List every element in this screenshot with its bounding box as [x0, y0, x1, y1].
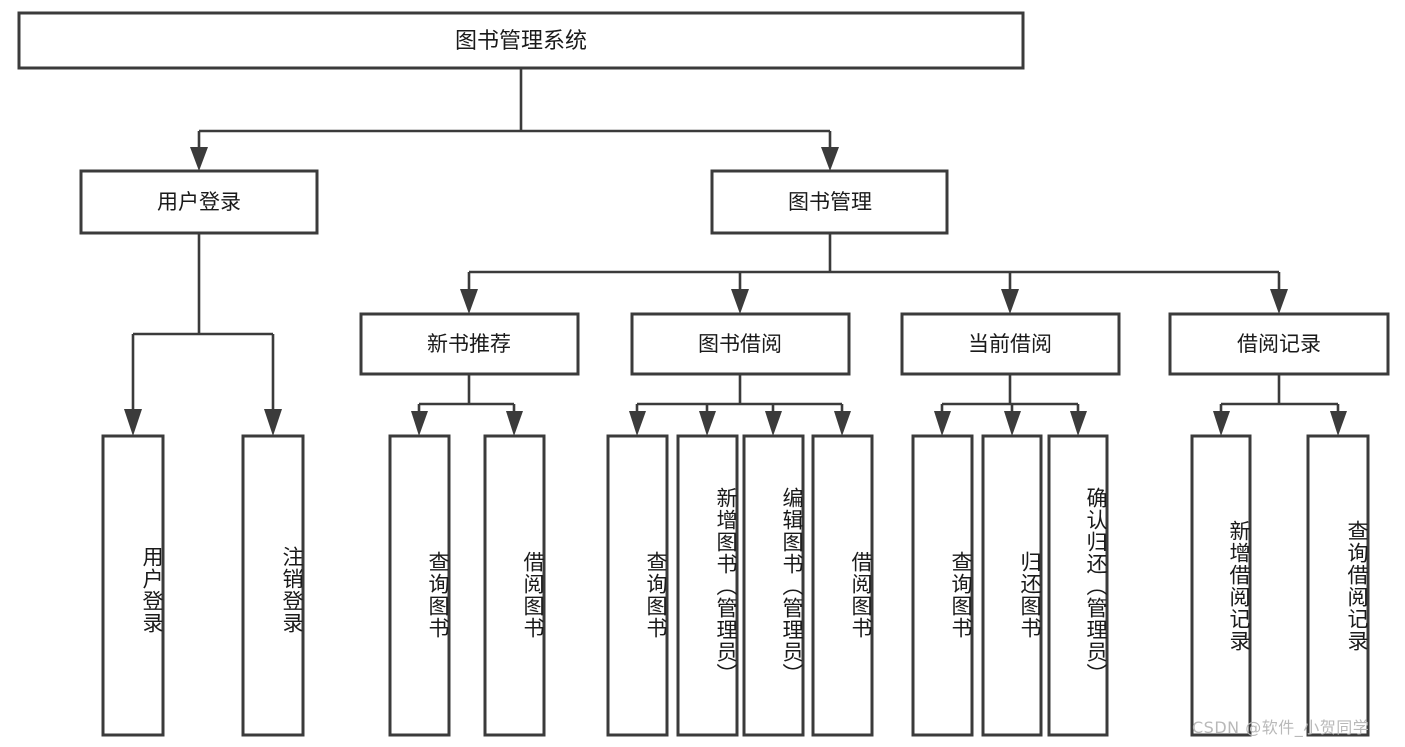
node-book-borrow[interactable]: 图书借阅	[630, 312, 851, 376]
node-leaf-query-book-3-box[interactable]	[911, 434, 974, 737]
node-leaf-add-record-box[interactable]	[1190, 434, 1252, 737]
arrow-head-leaf-query-record	[1330, 411, 1347, 436]
node-user-login-box[interactable]	[79, 169, 319, 235]
arrow-head-book-borrow	[731, 289, 749, 314]
node-leaf-edit-book-box[interactable]	[742, 434, 805, 737]
node-leaf-return-book-box[interactable]	[981, 434, 1043, 737]
node-root-label: 图书管理系统	[455, 29, 587, 54]
node-book-manage-box[interactable]	[710, 169, 949, 235]
node-new-book-rec[interactable]: 新书推荐	[359, 312, 580, 376]
node-leaf-borrow-book-2-box[interactable]	[811, 434, 874, 737]
node-book-manage-label: 图书管理	[788, 190, 872, 214]
arrow-head-book-manage	[821, 147, 839, 171]
node-leaf-query-book-1-box[interactable]	[388, 434, 451, 737]
csdn-watermark: CSDN @软件_小贺同学	[1192, 718, 1370, 737]
node-leaf-add-book-box[interactable]	[676, 434, 739, 737]
node-borrow-record-label: 借阅记录	[1237, 332, 1321, 356]
node-user-login-label: 用户登录	[157, 190, 241, 214]
arrow-head-leaf-return-book	[1004, 411, 1021, 436]
node-root[interactable]: 图书管理系统	[17, 11, 1025, 70]
node-leaf-query-book-2-box[interactable]	[606, 434, 669, 737]
node-new-book-rec-box[interactable]	[359, 312, 580, 376]
arrow-head-current-borrow	[1001, 289, 1019, 314]
node-leaf-logout-box[interactable]	[241, 434, 305, 737]
arrow-head-leaf-query-book-2	[629, 411, 646, 436]
node-borrow-record-box[interactable]	[1168, 312, 1390, 376]
node-book-manage[interactable]: 图书管理	[710, 169, 949, 235]
nodes-layer: 图书管理系统 用户登录 图书管理 新书推荐 图书借阅	[17, 11, 1390, 737]
arrow-head-leaf-user-login	[124, 409, 142, 436]
arrow-head-leaf-borrow-book-2	[834, 411, 851, 436]
connectors-layer	[124, 68, 1347, 436]
arrow-head-new-book-rec	[460, 289, 478, 314]
node-current-borrow-label: 当前借阅	[968, 332, 1052, 356]
node-leaf-query-record-box[interactable]	[1306, 434, 1370, 737]
node-leaf-confirm-return-box[interactable]	[1047, 434, 1109, 737]
node-book-borrow-box[interactable]	[630, 312, 851, 376]
arrow-head-leaf-add-book	[699, 411, 716, 436]
node-user-login[interactable]: 用户登录	[79, 169, 319, 235]
arrow-head-leaf-query-book-1	[411, 411, 428, 436]
arrow-head-leaf-confirm-return	[1070, 411, 1087, 436]
node-leaf-user-login-box[interactable]	[101, 434, 165, 737]
node-current-borrow[interactable]: 当前借阅	[900, 312, 1121, 376]
arrow-head-leaf-edit-book	[765, 411, 782, 436]
arrow-head-borrow-record	[1270, 289, 1288, 314]
node-book-borrow-label: 图书借阅	[698, 332, 782, 356]
node-current-borrow-box[interactable]	[900, 312, 1121, 376]
arrow-head-leaf-query-book-3	[934, 411, 951, 436]
arrow-head-leaf-add-record	[1213, 411, 1230, 436]
arrow-head-user-login	[190, 147, 208, 171]
node-new-book-rec-label: 新书推荐	[427, 332, 511, 356]
arrow-head-leaf-borrow-book-1	[506, 411, 523, 436]
node-borrow-record[interactable]: 借阅记录	[1168, 312, 1390, 376]
arrow-head-leaf-logout	[264, 409, 282, 436]
node-root-box[interactable]	[17, 11, 1025, 70]
node-leaf-borrow-book-1-box[interactable]	[483, 434, 546, 737]
